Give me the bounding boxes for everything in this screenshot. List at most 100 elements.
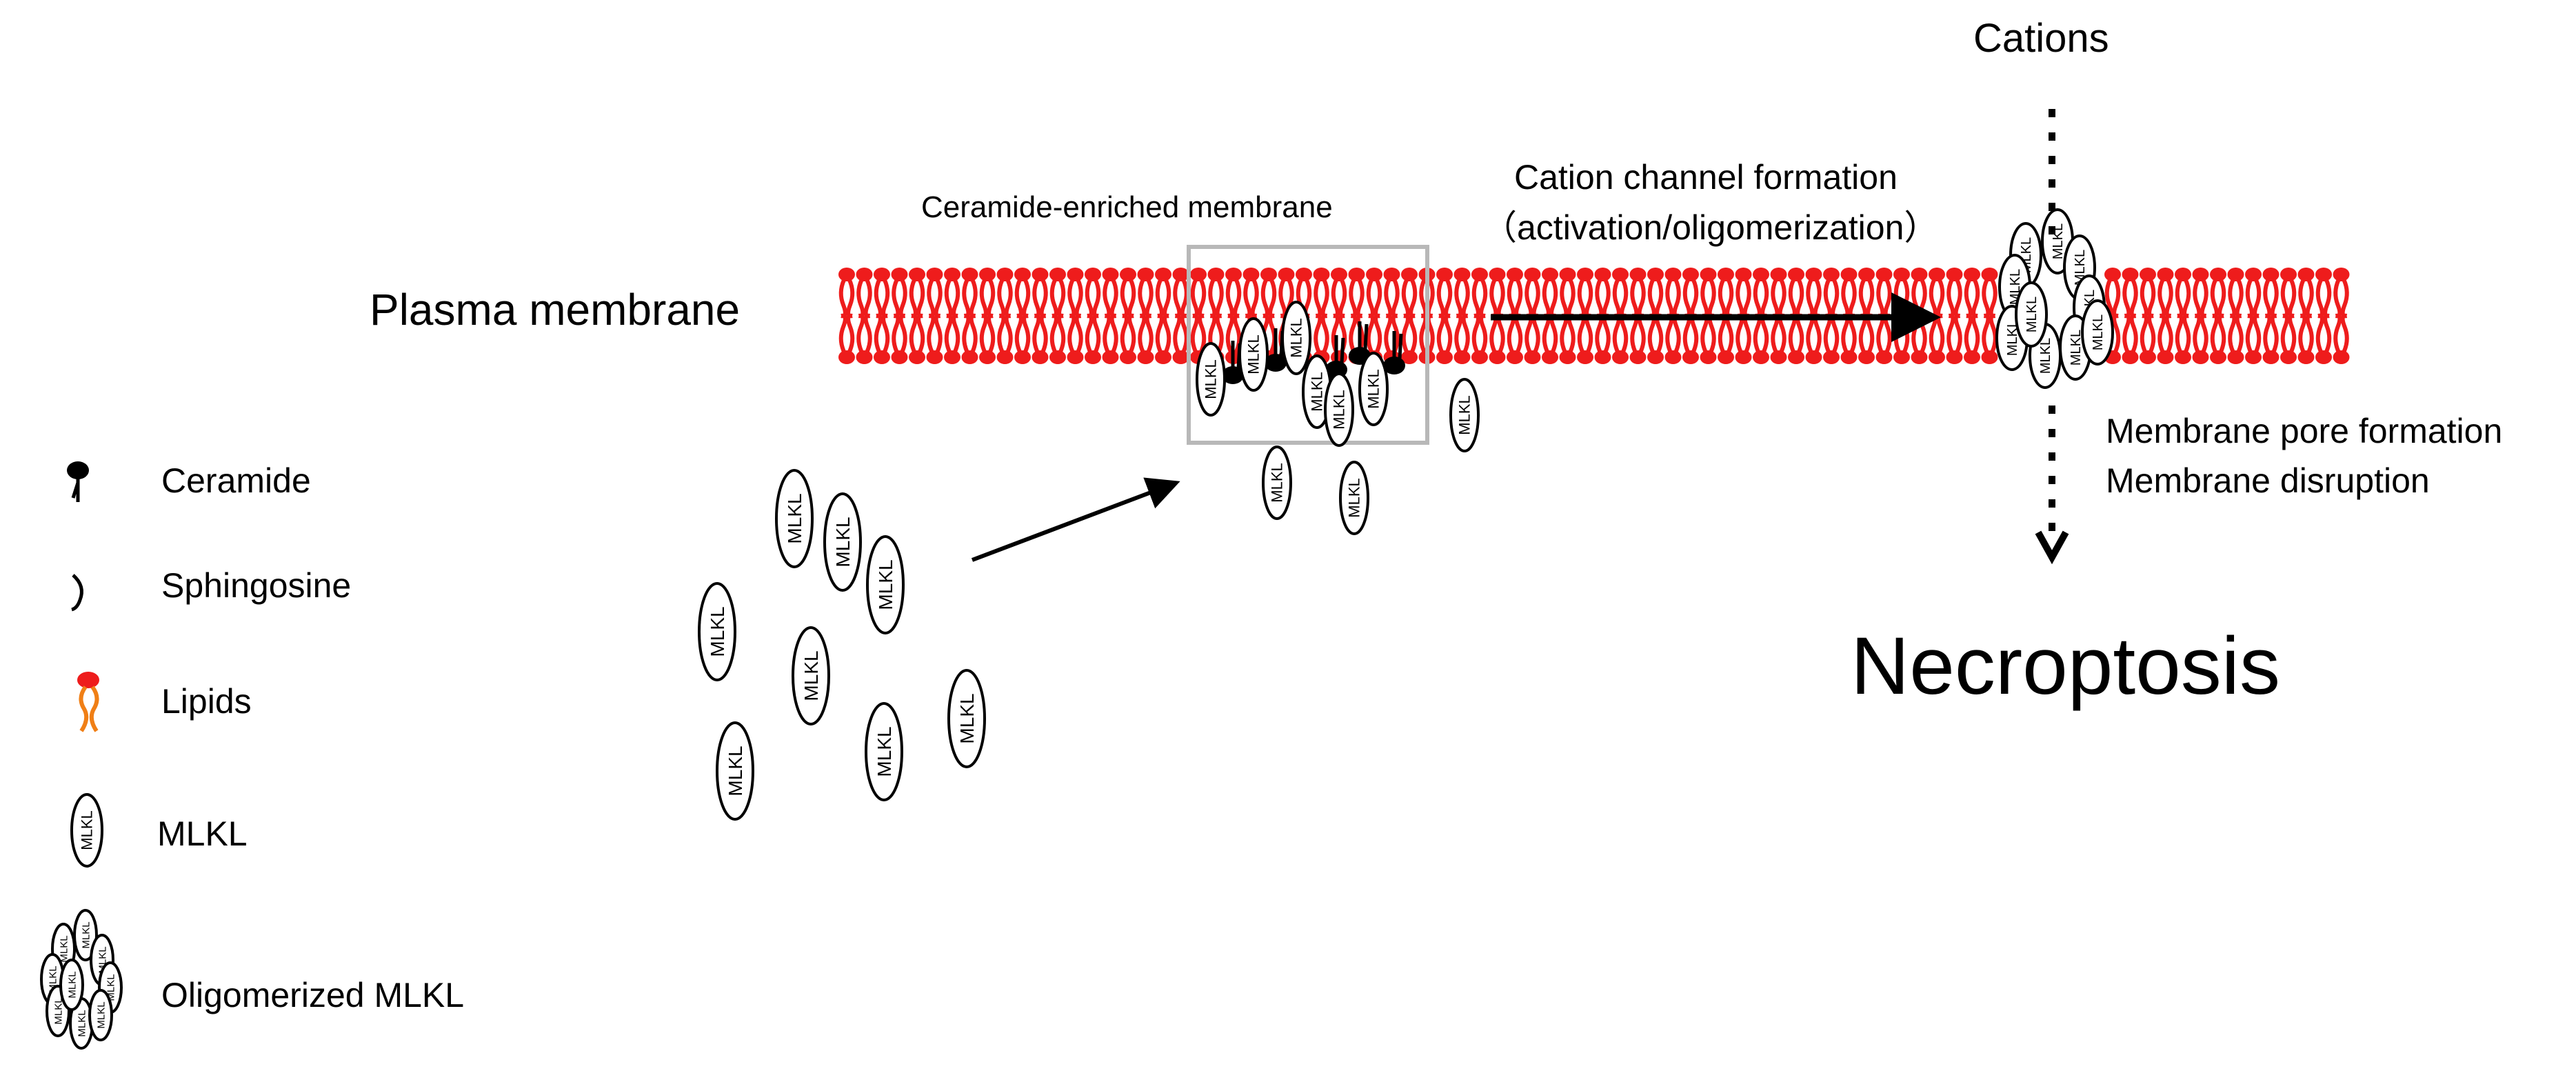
mlkl-protein: MLKL bbox=[1238, 317, 1269, 392]
necroptosis-label: Necroptosis bbox=[1851, 621, 2281, 712]
mlkl-text: MLKL bbox=[1203, 359, 1220, 399]
ceramide-molecule bbox=[1383, 331, 1405, 374]
lipid-molecule bbox=[1436, 268, 1453, 364]
lipid-molecule bbox=[1401, 268, 1418, 364]
lipid-molecule bbox=[2297, 268, 2315, 364]
mlkl-protein: MLKL bbox=[1324, 372, 1354, 447]
lipid-molecule bbox=[1049, 268, 1066, 364]
lipid-molecule bbox=[1032, 268, 1049, 364]
recruitment-arrow bbox=[971, 477, 1180, 562]
mlkl-protein: MLKL bbox=[947, 669, 986, 768]
legend-sphingosine-label: Sphingosine bbox=[161, 566, 352, 605]
mlkl-text: MLKL bbox=[79, 810, 96, 850]
lipid-molecule bbox=[1331, 268, 1347, 364]
mlkl-protein: MLKL bbox=[1196, 342, 1226, 417]
lipid-molecule bbox=[1137, 268, 1154, 364]
lipid-molecule bbox=[1770, 268, 1787, 364]
lipid-molecule bbox=[1014, 268, 1031, 364]
lipid-molecule bbox=[1946, 268, 1963, 364]
lipid-molecule bbox=[1735, 268, 1752, 364]
mlkl-text: MLKL bbox=[66, 971, 78, 998]
mlkl-text: MLKL bbox=[1245, 334, 1262, 374]
lipid-molecule bbox=[1981, 268, 1998, 364]
lipid-molecule bbox=[2333, 268, 2350, 364]
lipid-molecule bbox=[996, 268, 1014, 364]
mlkl-text: MLKL bbox=[801, 650, 822, 701]
mlkl-text: MLKL bbox=[1331, 390, 1348, 429]
lipid-molecule bbox=[1085, 268, 1101, 364]
mlkl-text: MLKL bbox=[1269, 463, 1286, 502]
lipid-molecule bbox=[891, 268, 908, 364]
mlkl-protein: MLKL bbox=[775, 469, 814, 568]
lipid-molecule bbox=[1805, 268, 1822, 364]
mlkl-text: MLKL bbox=[832, 517, 854, 567]
mlkl-protein: MLKL bbox=[2081, 299, 2114, 366]
lipid-molecule bbox=[2157, 268, 2174, 364]
mlkl-protein: MLKL bbox=[1449, 378, 1480, 452]
mlkl-text: MLKL bbox=[58, 935, 70, 962]
plasma-membrane-label: Plasma membrane bbox=[370, 285, 741, 334]
lipid-molecule bbox=[1102, 268, 1119, 364]
necroptosis-arrowhead bbox=[2035, 530, 2069, 565]
lipid-molecule bbox=[1067, 268, 1084, 364]
lipid-molecule bbox=[961, 268, 978, 364]
lipid-molecule bbox=[1664, 268, 1682, 364]
cations-label: Cations bbox=[1973, 16, 2109, 61]
mlkl-text: MLKL bbox=[707, 606, 728, 657]
mlkl-protein: MLKL bbox=[1262, 446, 1292, 520]
mlkl-text: MLKL bbox=[2038, 338, 2053, 374]
mlkl-icon: MLKL bbox=[70, 793, 103, 868]
lipid-molecule bbox=[856, 268, 873, 364]
ceramide-icon bbox=[67, 461, 89, 502]
mlkl-text: MLKL bbox=[784, 493, 805, 543]
pore-formation-label: Membrane pore formation bbox=[2106, 412, 2503, 450]
lipid-molecule bbox=[1313, 268, 1330, 364]
lipid-molecule bbox=[1964, 268, 1980, 364]
mlkl-protein: MLKL bbox=[88, 989, 113, 1041]
lipid-molecule bbox=[2175, 268, 2191, 364]
legend-lipids-label: Lipids bbox=[161, 682, 252, 721]
lipid-icon bbox=[77, 672, 99, 732]
mlkl-text: MLKL bbox=[2069, 330, 2084, 366]
mlkl-text: MLKL bbox=[2024, 297, 2040, 332]
lipid-molecule bbox=[838, 268, 855, 364]
lipid-molecule bbox=[874, 268, 890, 364]
lipid-molecule bbox=[1453, 268, 1471, 364]
legend-mlkl-label: MLKL bbox=[157, 814, 248, 853]
ceramide-enriched-label: Ceramide-enriched membrane bbox=[921, 190, 1333, 224]
mlkl-text: MLKL bbox=[725, 745, 746, 796]
lipid-molecule bbox=[926, 268, 943, 364]
mlkl-text: MLKL bbox=[80, 921, 92, 948]
channel-formation-label: Cation channel formation bbox=[1514, 158, 1898, 197]
mlkl-text: MLKL bbox=[76, 1010, 88, 1037]
mlkl-text: MLKL bbox=[956, 693, 978, 743]
lipid-molecule bbox=[1155, 268, 1171, 364]
lipid-molecule bbox=[944, 268, 960, 364]
mlkl-protein: MLKL bbox=[73, 909, 98, 961]
mlkl-text: MLKL bbox=[875, 559, 896, 610]
lipid-molecule bbox=[909, 268, 925, 364]
mlkl-protein: MLKL bbox=[59, 959, 84, 1011]
lipid-molecule bbox=[2315, 268, 2332, 364]
lipid-molecule bbox=[1190, 268, 1207, 364]
lipid-molecule bbox=[979, 268, 996, 364]
mlkl-text: MLKL bbox=[95, 1001, 107, 1028]
lipid-molecule bbox=[1120, 268, 1136, 364]
mlkl-text: MLKL bbox=[52, 997, 64, 1024]
lipid-molecule bbox=[1172, 268, 1189, 364]
mlkl-text: MLKL bbox=[1365, 369, 1382, 408]
activation-oligomerization-label: （activation/oligomerization） bbox=[1482, 208, 1939, 247]
lipid-molecule bbox=[2245, 268, 2262, 364]
mlkl-protein: MLKL bbox=[866, 535, 905, 634]
sphingosine-icon bbox=[71, 574, 83, 612]
legend-ceramide-label: Ceramide bbox=[161, 461, 311, 500]
lipid-molecule bbox=[2210, 268, 2226, 364]
lipid-molecule bbox=[1682, 268, 1699, 364]
mlkl-text: MLKL bbox=[1456, 395, 1473, 434]
mlkl-protein: MLKL bbox=[2015, 281, 2048, 348]
mlkl-protein: MLKL bbox=[716, 721, 754, 821]
mlkl-text: MLKL bbox=[1309, 372, 1326, 411]
